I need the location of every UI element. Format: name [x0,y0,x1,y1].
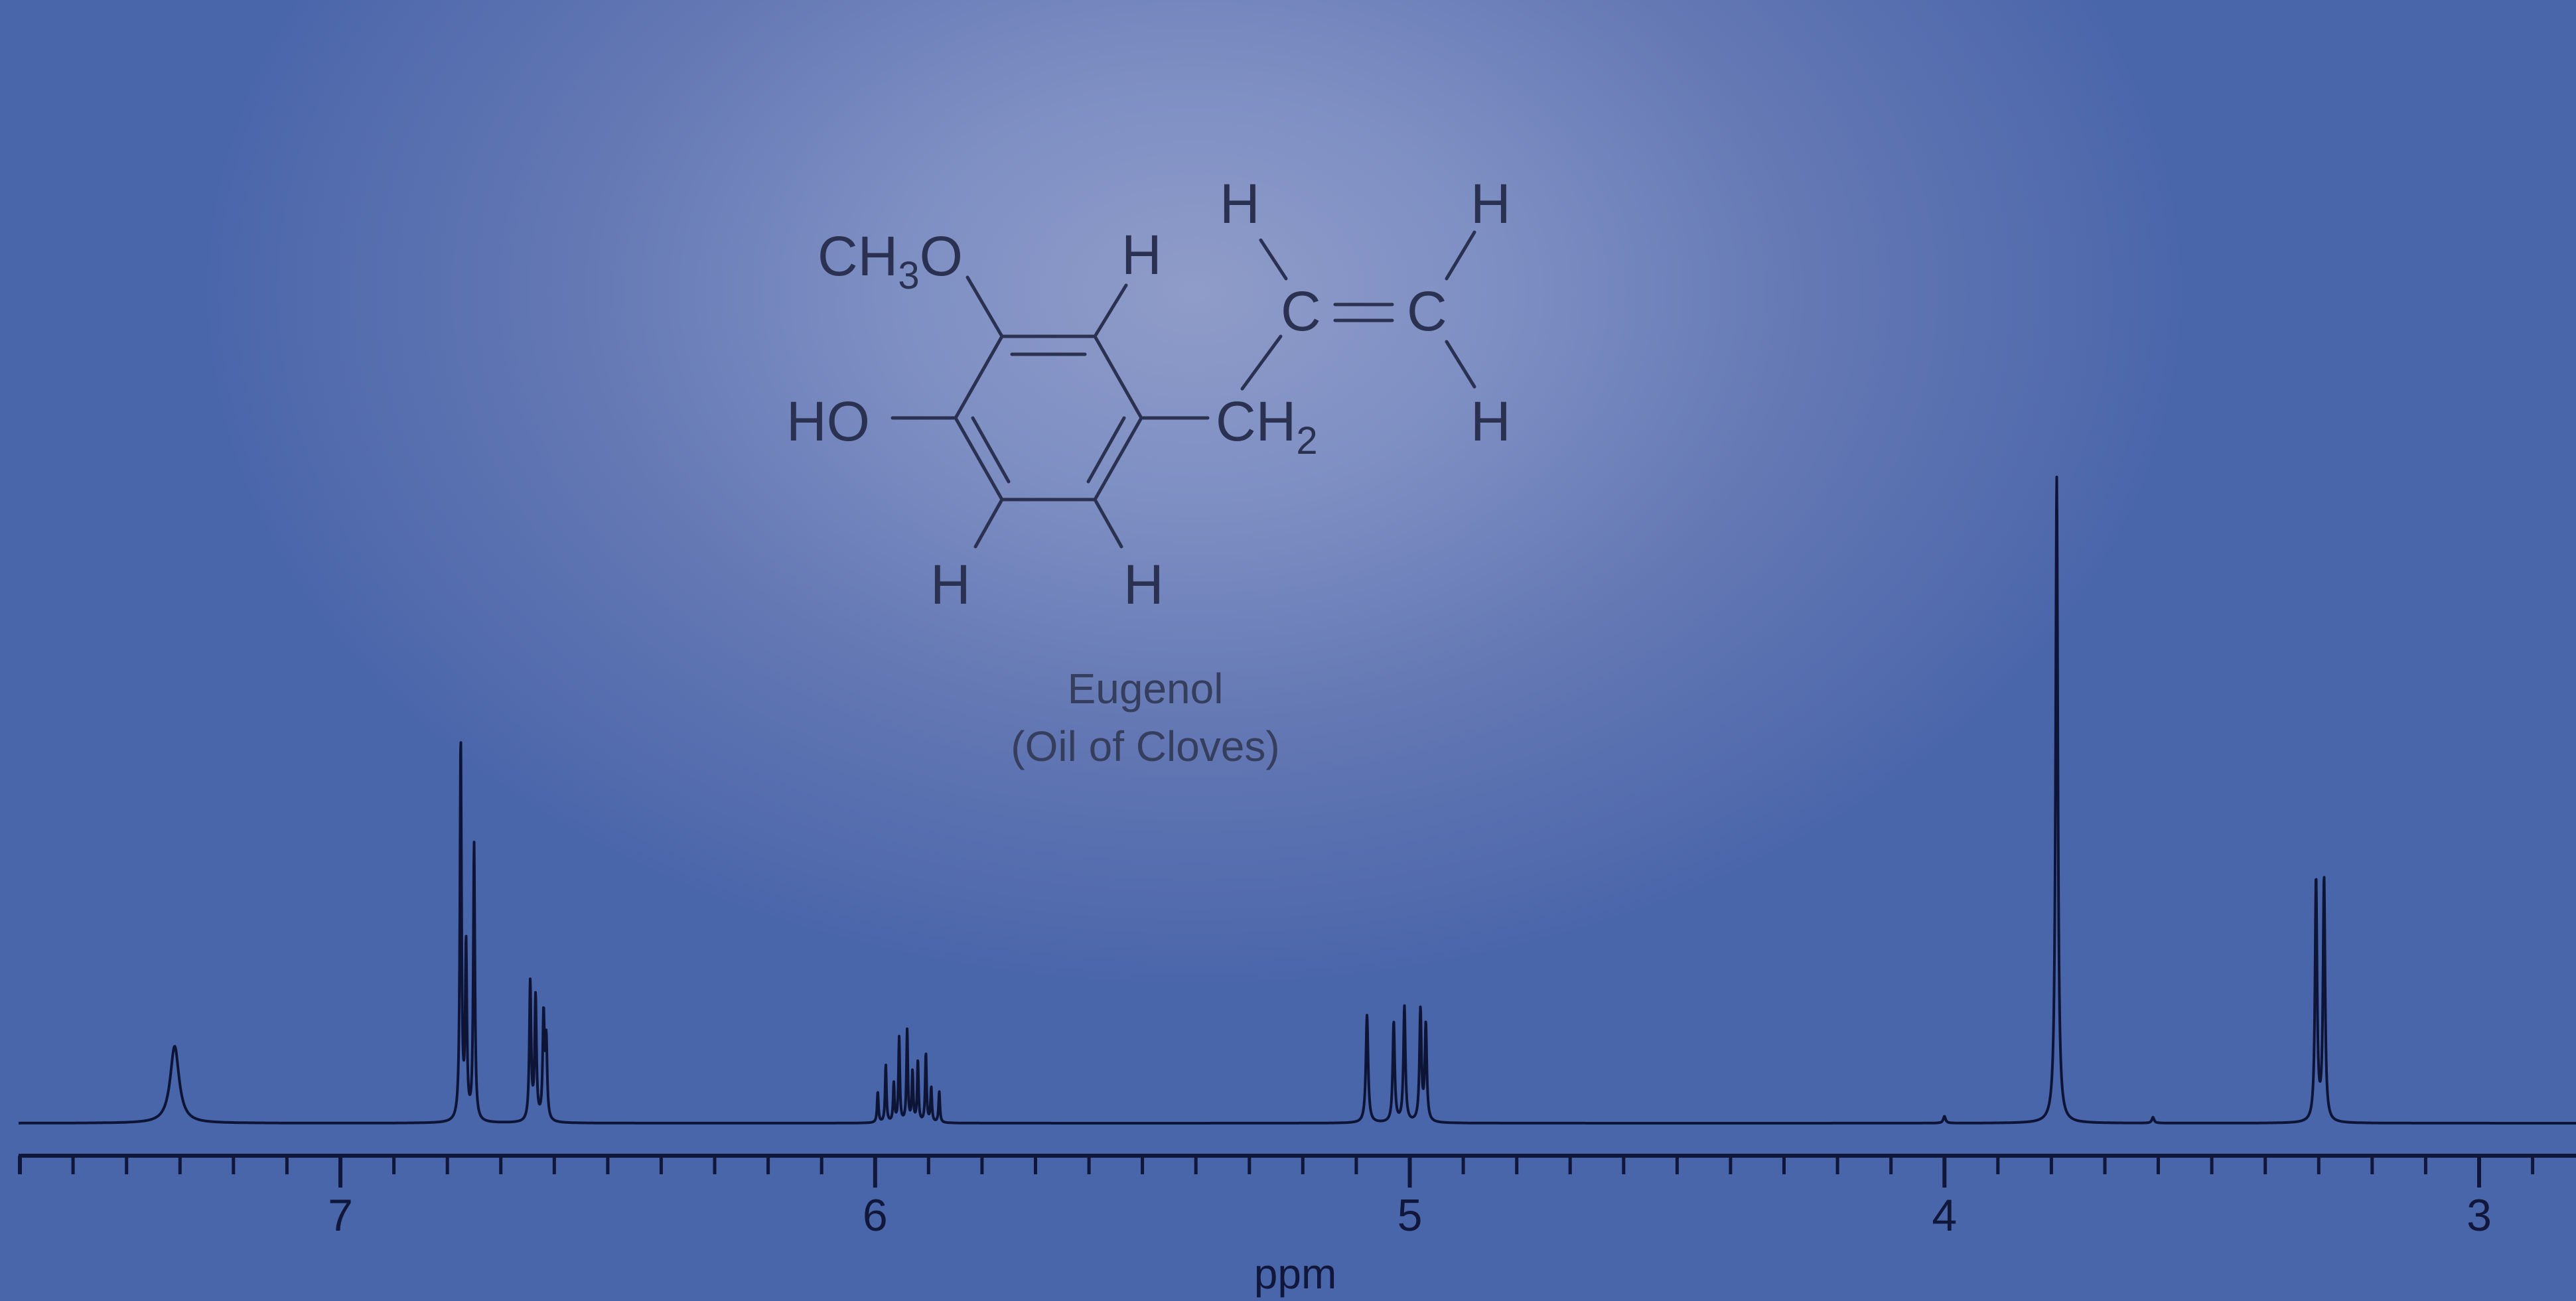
x-axis: 7 6 5 4 3 ppm [18,1154,2576,1298]
ring-double-bond-right [1086,416,1126,484]
x-tick-label-6: 6 [863,1190,888,1241]
bond-vinyl-h-left [1259,238,1288,281]
methylene-group-label: CH2 [1216,390,1318,462]
x-axis-tick-labels: 7 6 5 4 3 [328,1190,2492,1241]
bond-vinyl-h-bottom [1445,340,1476,389]
x-tick-label-5: 5 [1397,1190,1423,1241]
bond-vinyl-h-top [1445,230,1476,281]
molecule-name: Eugenol [1068,665,1224,713]
bond-ring-h-bottom-left [973,498,1004,549]
vinyl-c2-label: C [1407,280,1447,342]
ring-h-bottom-left-label: H [930,553,971,616]
ring-h-top-label: H [1121,224,1162,286]
bond-methylene-vinyl [1240,334,1283,391]
bond-ring-h-bottom-right [1093,498,1123,549]
ring-h-bottom-right-label: H [1123,553,1164,616]
x-tick-label-4: 4 [1932,1190,1957,1241]
x-tick-label-7: 7 [328,1190,353,1241]
hydroxyl-group-label: HO [786,390,870,452]
eugenol-structure: CH3O HO H H H CH2 C C H H H Eugenol (Oil… [786,172,1511,770]
vinyl-h-left-label: H [1220,172,1260,235]
x-tick-label-3: 3 [2467,1190,2492,1241]
vinyl-h-bottom-label: H [1470,390,1511,452]
bond-ring-methoxy [966,275,1004,338]
vinyl-h-top-label: H [1470,172,1511,235]
spectrum-trace [17,476,2576,1125]
x-axis-label: ppm [1254,1250,1337,1298]
nmr-spectrum [17,476,2576,1125]
vinyl-c1-label: C [1281,280,1321,342]
methoxy-group-label: CH3O [818,225,963,297]
molecule-common-name: (Oil of Cloves) [1011,722,1279,770]
x-axis-ticks [18,1156,2535,1188]
bond-ring-h-top [1093,283,1128,338]
benzene-ring [954,334,1143,502]
ring-double-bond-left [971,416,1011,484]
